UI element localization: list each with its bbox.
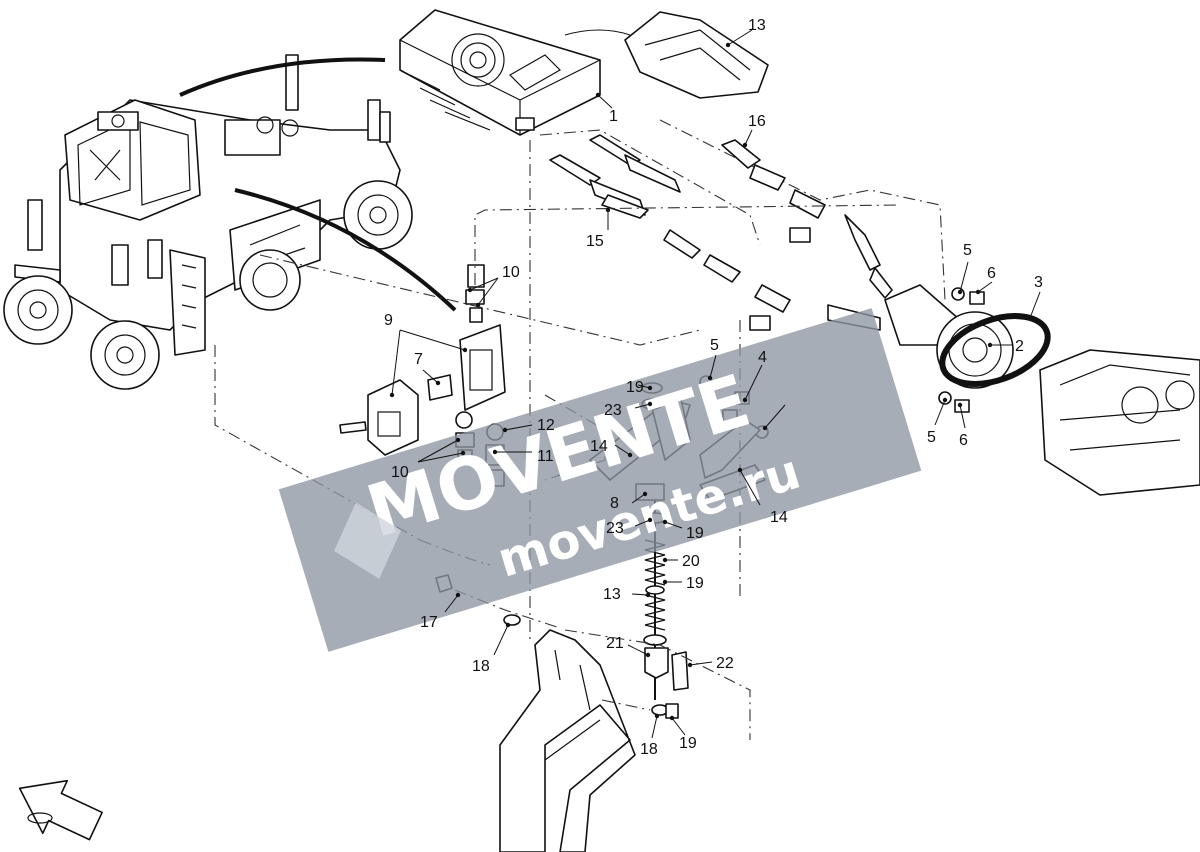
milling-machine-drawing <box>3 54 457 390</box>
cooler-assembly-part-1 <box>399 9 601 136</box>
watermark: MOVENTE movente.ru <box>278 308 922 652</box>
callout-19b: 19 <box>686 525 704 542</box>
callout-4: 4 <box>758 349 767 366</box>
callout-14b: 14 <box>770 509 788 526</box>
callout-1: 1 <box>609 108 618 125</box>
track-wheel-front-right <box>90 320 160 390</box>
callout-5a: 5 <box>963 242 972 259</box>
callout-13b: 13 <box>603 586 621 603</box>
callout-23b: 23 <box>606 520 624 537</box>
callout-16: 16 <box>748 113 766 130</box>
callout-21: 21 <box>606 635 624 652</box>
callout-6a: 6 <box>987 265 996 282</box>
callout-7: 7 <box>414 351 423 368</box>
track-wheel-rear-right <box>343 180 413 250</box>
callout-19c: 19 <box>686 575 704 592</box>
callout-19a: 19 <box>626 379 644 396</box>
orientation-arrow-icon <box>18 779 103 841</box>
callout-23a: 23 <box>604 402 622 419</box>
callout-17: 17 <box>420 614 438 631</box>
callout-18a: 18 <box>472 658 490 675</box>
drive-belt-part-3 <box>939 313 1051 387</box>
callout-20: 20 <box>682 553 700 570</box>
hose-assemblies <box>539 119 946 331</box>
mounting-bracket <box>499 629 636 852</box>
callout-14a: 14 <box>590 438 608 455</box>
compressor-part-2 <box>884 284 1014 389</box>
switch-box-part-9 <box>339 324 506 456</box>
callout-2: 2 <box>1015 338 1024 355</box>
callout-18b: 18 <box>640 741 658 758</box>
callout-15: 15 <box>586 233 604 250</box>
callout-6b: 6 <box>959 432 968 449</box>
callout-13a: 13 <box>748 17 766 34</box>
callout-5b: 5 <box>710 337 719 354</box>
callout-labels: 1 2 3 4 5 5 5 6 6 7 8 9 10 10 11 12 13 1… <box>384 17 1043 758</box>
callout-22: 22 <box>716 655 734 672</box>
callout-8: 8 <box>610 495 619 512</box>
callout-9: 9 <box>384 312 393 329</box>
cover-part-13 <box>624 11 769 99</box>
callout-10b: 10 <box>391 464 409 481</box>
callout-5c: 5 <box>927 429 936 446</box>
callout-11: 11 <box>537 448 554 465</box>
callout-3: 3 <box>1034 274 1043 291</box>
callout-leaders <box>389 29 1041 739</box>
callout-12: 12 <box>537 417 555 434</box>
track-wheel-front-left <box>3 275 73 345</box>
track-wheel-rear-left <box>239 249 301 311</box>
callout-19d: 19 <box>679 735 697 752</box>
callout-10a: 10 <box>502 264 520 281</box>
engine-block-drawing <box>1039 349 1200 496</box>
